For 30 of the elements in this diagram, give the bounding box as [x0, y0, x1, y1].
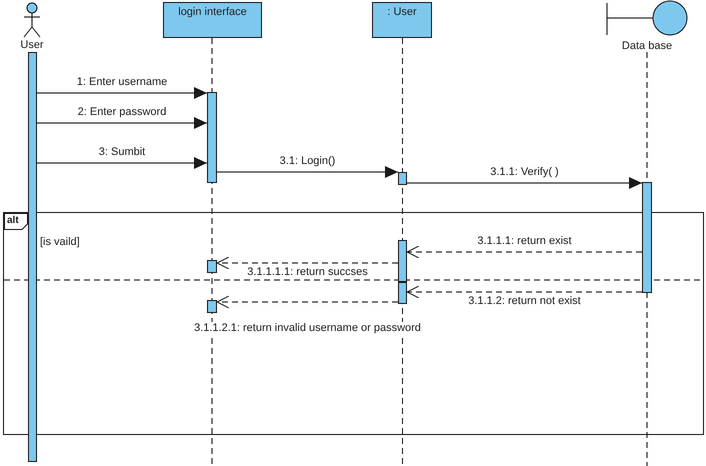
- guard-condition: [is vaild]: [40, 236, 80, 248]
- activation-bar: [28, 52, 37, 462]
- message-label: 3.1: Login(): [278, 155, 336, 168]
- combined-fragment-frame: [3, 212, 704, 435]
- lifeline-head-box: [372, 2, 432, 38]
- activation-bar: [207, 300, 217, 313]
- fragment-operator: alt: [7, 215, 19, 227]
- activation-bar: [642, 182, 652, 293]
- object-name: login interface: [177, 6, 248, 18]
- activation-bar: [398, 282, 407, 304]
- activation-bar: [207, 260, 217, 273]
- lifeline-head-box: [163, 2, 262, 38]
- activation-bar: [398, 240, 407, 282]
- message-arrow: [36, 157, 208, 169]
- return-message-arrow: [216, 296, 398, 308]
- return-message-arrow: [406, 286, 642, 298]
- message-label: 3.1.1.2.1: return invalid username or password: [193, 322, 422, 335]
- message-label: 3.1.1: Verify( ): [489, 166, 560, 179]
- message-arrow: [216, 166, 398, 178]
- activation-bar: [398, 172, 407, 185]
- return-message-arrow: [216, 256, 398, 270]
- return-message-arrow: [406, 246, 642, 258]
- message-arrow: [36, 117, 208, 129]
- actor-name: User: [19, 39, 45, 51]
- object-name: : User: [386, 6, 418, 18]
- object-name: Data base: [620, 40, 674, 52]
- message-label: 2: Enter password: [76, 106, 168, 119]
- message-arrow: [406, 177, 642, 189]
- activation-bar: [207, 92, 217, 183]
- message-arrow: [36, 87, 208, 99]
